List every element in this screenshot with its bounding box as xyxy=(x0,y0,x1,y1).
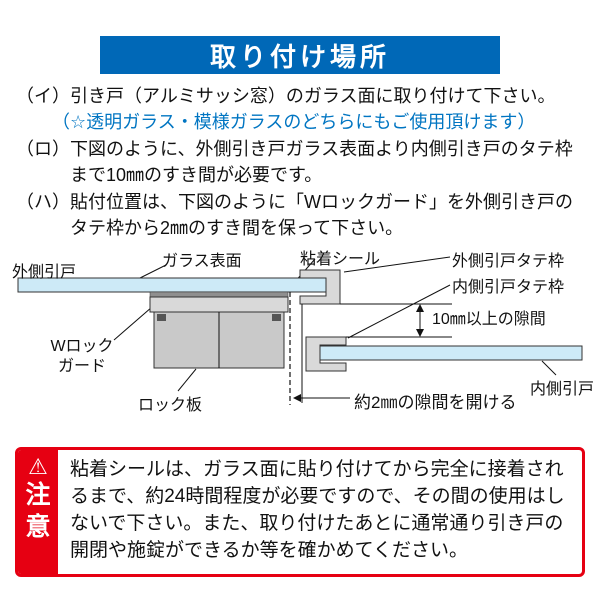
lock-plate-clip-right xyxy=(272,314,281,322)
instruction-i-note: （☆透明ガラス・模様ガラスのどちらにもご使用頂けます） xyxy=(52,111,536,132)
label-glass-surface: ガラス表面 xyxy=(162,253,242,271)
leader-w-lock-guard xyxy=(113,306,153,341)
inner-door-glass xyxy=(319,345,583,361)
instruction-ro-marker: （ロ） xyxy=(16,139,70,160)
lock-plate-clip-left xyxy=(157,314,166,322)
instruction-ha-text: 貼付位置は、下図のように「Wロックガード」を外側引き戸のタテ枠から2㎜のすき間を… xyxy=(70,192,573,238)
label-w-lock-guard: Wロック ガード xyxy=(44,337,120,377)
instruction-ha: （ハ） 貼付位置は、下図のように「Wロックガード」を外側引き戸のタテ枠から2㎜の… xyxy=(16,190,584,241)
gap-2mm-arrowhead xyxy=(293,394,301,403)
instruction-i-text: 引き戸（アルミサッシ窓）のガラス面に取り付けて下さい。 xyxy=(70,86,556,106)
diagram-graphic xyxy=(17,256,583,406)
warning-triangle-icon: ⚠ xyxy=(28,454,48,480)
instruction-i-marker: （イ） xyxy=(16,86,70,106)
label-w-lock-guard-line2: ガード xyxy=(57,358,106,376)
installation-diagram: 外側引戸 ガラス表面 粘着シール 外側引戸タテ枠 内側引戸タテ枠 10㎜以上の隙… xyxy=(0,245,600,437)
label-w-lock-guard-line1: Wロック xyxy=(50,338,114,356)
instructions-list: （イ） 引き戸（アルミサッシ窓）のガラス面に取り付けて下さい。 （☆透明ガラス・… xyxy=(0,74,600,241)
label-outer-frame: 外側引戸タテ枠 xyxy=(452,253,565,271)
label-outer-door: 外側引戸 xyxy=(12,264,77,282)
w-lock-guard-rail xyxy=(149,296,289,313)
label-lock-plate: ロック板 xyxy=(138,397,203,415)
outer-door-frame xyxy=(299,269,341,305)
section-header: 取り付け場所 xyxy=(100,36,500,74)
leader-inner-door xyxy=(541,360,557,376)
instruction-ha-marker: （ハ） xyxy=(16,192,70,213)
leader-lock-plate xyxy=(177,368,197,392)
inner-door-frame xyxy=(305,336,347,372)
leader-outer-frame xyxy=(343,256,451,273)
warning-label-char-1: 注 xyxy=(25,481,51,510)
label-adhesive-seal: 粘着シール xyxy=(300,251,381,269)
warning-label-char-2: 意 xyxy=(25,513,51,542)
label-inner-frame: 内側引戸タテ枠 xyxy=(452,279,565,297)
adhesive-seal-strip xyxy=(149,292,289,298)
warning-strip: ⚠ 注 意 xyxy=(18,450,58,575)
instruction-i: （イ） 引き戸（アルミサッシ窓）のガラス面に取り付けて下さい。 xyxy=(16,84,584,110)
label-gap-2mm: 約2㎜の隙間を開ける xyxy=(354,393,517,413)
warning-box: ⚠ 注 意 粘着シールは、ガラス面に貼り付けてから完全に接着されるまで、約24時… xyxy=(15,447,585,578)
leader-glass-surface xyxy=(139,264,167,279)
section-title: 取り付け場所 xyxy=(209,41,390,72)
leader-inner-frame xyxy=(347,284,451,339)
warning-text: 粘着シールは、ガラス面に貼り付けてから完全に接着されるまで、約24時間程度が必要… xyxy=(70,459,565,562)
instruction-ro-text: 下図のように、外側引き戸ガラス表面より内側引き戸のタテ枠まで10㎜のすき間が必要… xyxy=(70,139,573,185)
label-inner-door: 内側引戸 xyxy=(530,381,595,399)
label-gap-10mm: 10㎜以上の隙間 xyxy=(432,311,546,329)
gap-10mm-arrowhead-up xyxy=(416,304,424,313)
gap-10mm-arrowhead-down xyxy=(416,329,424,338)
instruction-ro: （ロ） 下図のように、外側引き戸ガラス表面より内側引き戸のタテ枠まで10㎜のすき… xyxy=(16,137,584,188)
